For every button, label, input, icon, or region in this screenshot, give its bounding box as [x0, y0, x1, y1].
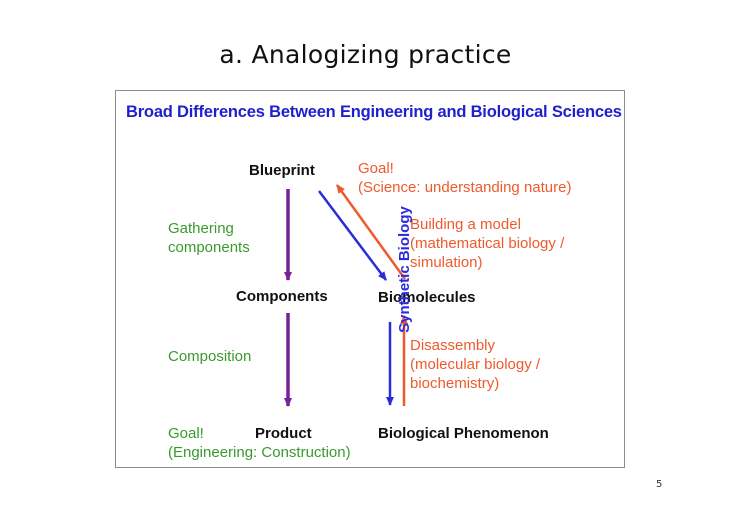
- diagram-arrows: [284, 184, 408, 407]
- node-biomolecules: Biomolecules: [378, 289, 476, 306]
- arrow-biomolecules-to-blueprint: [335, 184, 407, 280]
- diagram-figure: Broad Differences Between Engineering an…: [115, 90, 625, 468]
- label-disassembly: Disassembly (molecular biology / biochem…: [410, 337, 541, 392]
- arrow-blueprint-to-biomolecules: [318, 190, 387, 281]
- node-product: Product: [255, 425, 312, 442]
- label-goal-science: Goal! (Science: understanding nature): [358, 160, 572, 196]
- label-building-model: Building a model (mathematical biology /…: [410, 216, 565, 271]
- label-goal-engineering: Goal! (Engineering: Construction): [168, 425, 351, 461]
- label-gathering-components: Gathering components: [168, 220, 250, 256]
- node-components: Components: [236, 288, 328, 305]
- figure-heading: Broad Differences Between Engineering an…: [126, 103, 622, 121]
- slide-title: a. Analogizing practice: [219, 40, 512, 69]
- node-biological-phenomenon: Biological Phenomenon: [378, 425, 549, 442]
- page-number: 5: [656, 479, 663, 490]
- label-composition: Composition: [168, 348, 252, 365]
- node-blueprint: Blueprint: [249, 162, 315, 179]
- label-synthetic-biology: Synthetic Biology: [395, 206, 413, 333]
